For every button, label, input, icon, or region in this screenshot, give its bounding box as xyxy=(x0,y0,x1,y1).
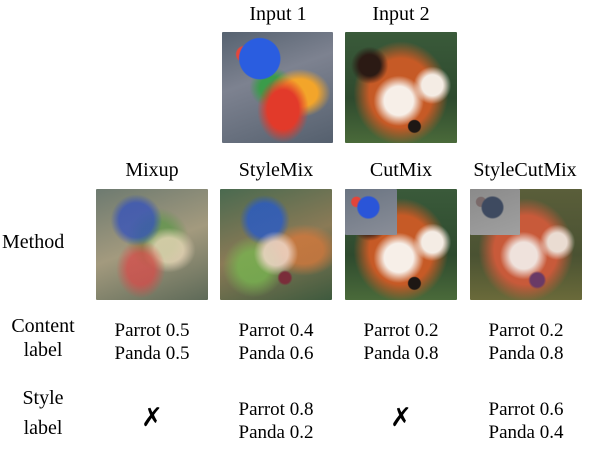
method-stylecutmix-title: StyleCutMix xyxy=(473,159,577,181)
stylemix-result-image xyxy=(220,189,332,300)
input-1-parrot-image xyxy=(222,32,333,143)
method-mixup-title: Mixup xyxy=(125,159,179,181)
stylecutmix-result-image xyxy=(470,189,582,300)
input-2-red-panda-image xyxy=(345,32,457,143)
row-label-method: Method xyxy=(2,231,65,253)
input-2-title: Input 2 xyxy=(372,3,430,25)
mixup-result-image xyxy=(96,189,208,300)
input-1-title: Input 1 xyxy=(249,3,307,25)
row-label-style: Style label xyxy=(22,387,64,439)
method-stylemix-title: StyleMix xyxy=(238,159,314,181)
stylecutmix-parrot-patch xyxy=(470,189,520,235)
method-cutmix-title: CutMix xyxy=(369,159,433,181)
cutmix-style-none-icon: ✗ xyxy=(390,403,412,433)
cutmix-result-image xyxy=(345,189,457,300)
mixup-style-none-icon: ✗ xyxy=(141,403,163,433)
cutmix-parrot-patch xyxy=(345,189,397,235)
row-label-content: Content label xyxy=(11,315,75,361)
